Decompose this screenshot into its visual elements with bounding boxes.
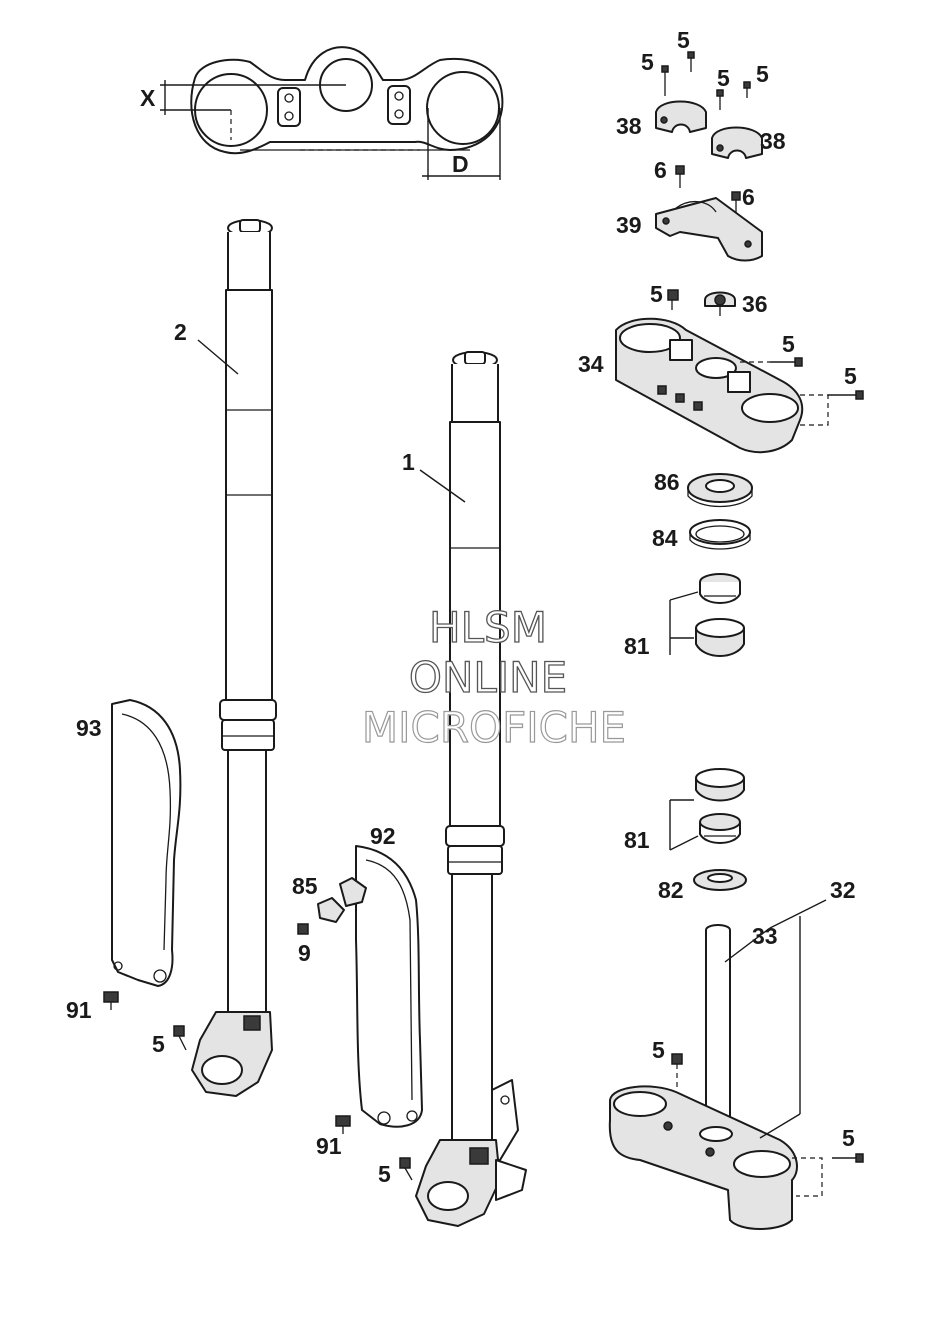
callout-85: 85 — [292, 873, 318, 899]
watermark-line-3: MICROFICHE — [362, 703, 626, 752]
handlebar-clamp-upper-left — [655, 100, 707, 133]
callout-5: 5 — [650, 281, 663, 307]
callout-33: 33 — [752, 923, 778, 949]
seal-ring — [689, 519, 751, 550]
callout-6: 6 — [742, 184, 755, 210]
callout-5: 5 — [842, 1125, 855, 1151]
callout-32: 32 — [830, 877, 856, 903]
callout-39: 39 — [616, 212, 642, 238]
callout-5: 5 — [378, 1161, 391, 1187]
callout-38: 38 — [760, 128, 786, 154]
fork-protector-left — [111, 699, 182, 987]
callout-5: 5 — [641, 49, 654, 75]
callout-5: 5 — [652, 1037, 665, 1063]
triple-clamp-top-view — [160, 46, 504, 180]
callout-5: 5 — [677, 27, 690, 53]
lower-triple-clamp-with-stem — [608, 899, 864, 1230]
fork-leg-right — [415, 351, 527, 1227]
callout-92: 92 — [370, 823, 396, 849]
watermark-line-2: ONLINE — [409, 653, 567, 702]
fork-protector-right — [297, 845, 423, 1128]
callout-38: 38 — [616, 113, 642, 139]
fork-leg-left — [191, 219, 277, 1097]
callout-5: 5 — [782, 331, 795, 357]
callout-91: 91 — [66, 997, 92, 1023]
dimension-label-d: D — [452, 151, 469, 177]
callout-9: 9 — [298, 940, 311, 966]
dimension-label-x: X — [140, 85, 156, 111]
upper-triple-clamp — [615, 289, 864, 454]
callout-6: 6 — [654, 157, 667, 183]
dust-seal — [687, 473, 753, 508]
clamp-screws — [661, 51, 751, 110]
steering-bearing-lower — [669, 768, 745, 851]
watermark: HLSM ONLINE MICROFICHE — [361, 602, 626, 752]
callout-5: 5 — [844, 363, 857, 389]
callout-5: 5 — [152, 1031, 165, 1057]
callout-2: 2 — [174, 319, 187, 345]
callout-86: 86 — [654, 469, 680, 495]
callout-84: 84 — [652, 525, 678, 551]
handlebar-mount-lower — [655, 165, 763, 262]
callout-36: 36 — [742, 291, 768, 317]
handlebar-clamp-upper-right — [711, 126, 763, 159]
callout-82: 82 — [658, 877, 684, 903]
lower-seal — [693, 869, 747, 891]
callout-91: 91 — [316, 1133, 342, 1159]
callout-1: 1 — [402, 449, 415, 475]
callout-81: 81 — [624, 633, 650, 659]
callout-93: 93 — [76, 715, 102, 741]
callout-5: 5 — [756, 61, 769, 87]
callout-81: 81 — [624, 827, 650, 853]
watermark-line-1: HLSM — [429, 603, 547, 652]
callout-5: 5 — [717, 65, 730, 91]
steering-bearing-upper — [669, 573, 745, 657]
callout-34: 34 — [578, 351, 604, 377]
protector-screws — [103, 991, 413, 1181]
